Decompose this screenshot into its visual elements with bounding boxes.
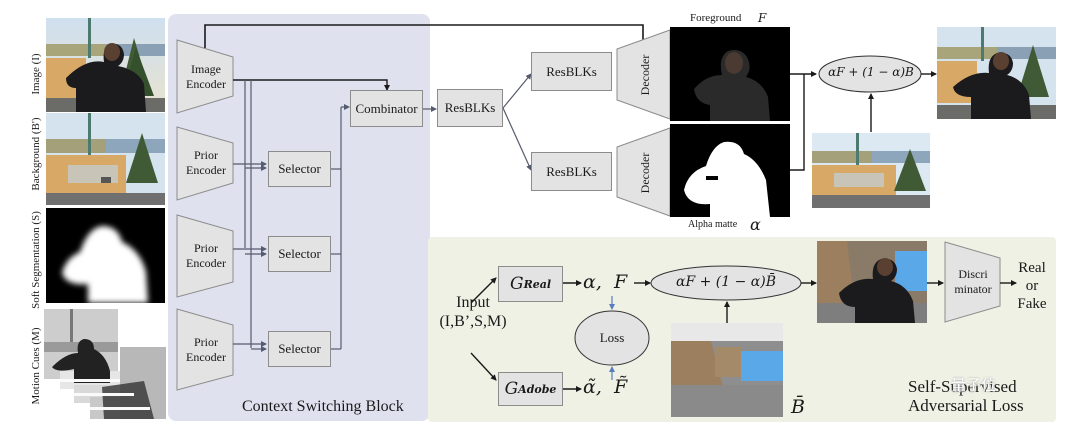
composite-formula-top: αF + (1 − α)B	[828, 65, 914, 79]
image-encoder: Image Encoder	[186, 62, 226, 91]
new-background-image	[671, 323, 783, 417]
loss-label: Loss	[599, 330, 625, 345]
selector-2: Selector	[268, 236, 331, 272]
resblks-alpha: ResBLKs	[531, 152, 612, 191]
decoder-foreground-label: Decoder	[637, 54, 652, 96]
motion-cues-thumbnail	[44, 309, 166, 419]
decoder-alpha-label: Decoder	[637, 152, 652, 194]
soft-segmentation-thumbnail	[46, 208, 165, 303]
foreground-output-image	[670, 27, 790, 121]
resblks-shared: ResBLKs	[437, 89, 503, 127]
adversarial-title: Self-Supervised Adversarial Loss	[908, 377, 1024, 415]
foreground-symbol: F	[758, 11, 767, 25]
composite-formula-bottom: αF + (1 − α)B̄	[675, 274, 776, 290]
alpha-matte-output-image	[670, 124, 790, 217]
prior-encoder-1: Prior Encoder	[186, 148, 226, 177]
alpha-symbol: α	[750, 215, 761, 234]
discriminator-shape	[944, 241, 1001, 323]
loss-ellipse	[574, 310, 650, 366]
composite-output-image	[937, 27, 1056, 119]
foreground-label: Foreground	[690, 12, 742, 24]
prior-encoder-shape-2	[176, 214, 234, 298]
new-background-symbol: B̄	[791, 396, 805, 418]
prior-encoder-shape-3	[176, 308, 234, 391]
encoder-to-combinator-arrow	[233, 79, 390, 91]
context-switching-title: Context Switching Block	[242, 398, 404, 415]
selector-3: Selector	[268, 331, 331, 367]
resblks-foreground: ResBLKs	[531, 52, 612, 91]
adversarial-input: Input (I,B’,S,M)	[439, 294, 507, 330]
watermark: 量子位	[951, 376, 997, 394]
prior-encoder-shape-1	[176, 126, 234, 201]
combinator: Combinator	[350, 90, 423, 127]
background-input-image	[812, 133, 930, 208]
image-thumbnail	[46, 18, 165, 112]
image-encoder-shape	[176, 39, 234, 114]
skip-connection-arrow	[204, 24, 646, 48]
selector-1: Selector	[268, 151, 331, 187]
prior-encoder-3: Prior Encoder	[186, 335, 226, 364]
background-thumbnail	[46, 113, 165, 205]
prior-encoder-2: Prior Encoder	[186, 241, 226, 270]
discriminator: Discri minator	[954, 267, 992, 296]
adobe-outputs: α̃, F̃	[583, 376, 628, 398]
real-or-fake: Real or Fake	[1017, 260, 1047, 312]
alpha-matte-label: Alpha matte	[688, 219, 738, 230]
adversarial-composite-image	[817, 241, 927, 323]
real-outputs: α, F	[583, 271, 628, 293]
